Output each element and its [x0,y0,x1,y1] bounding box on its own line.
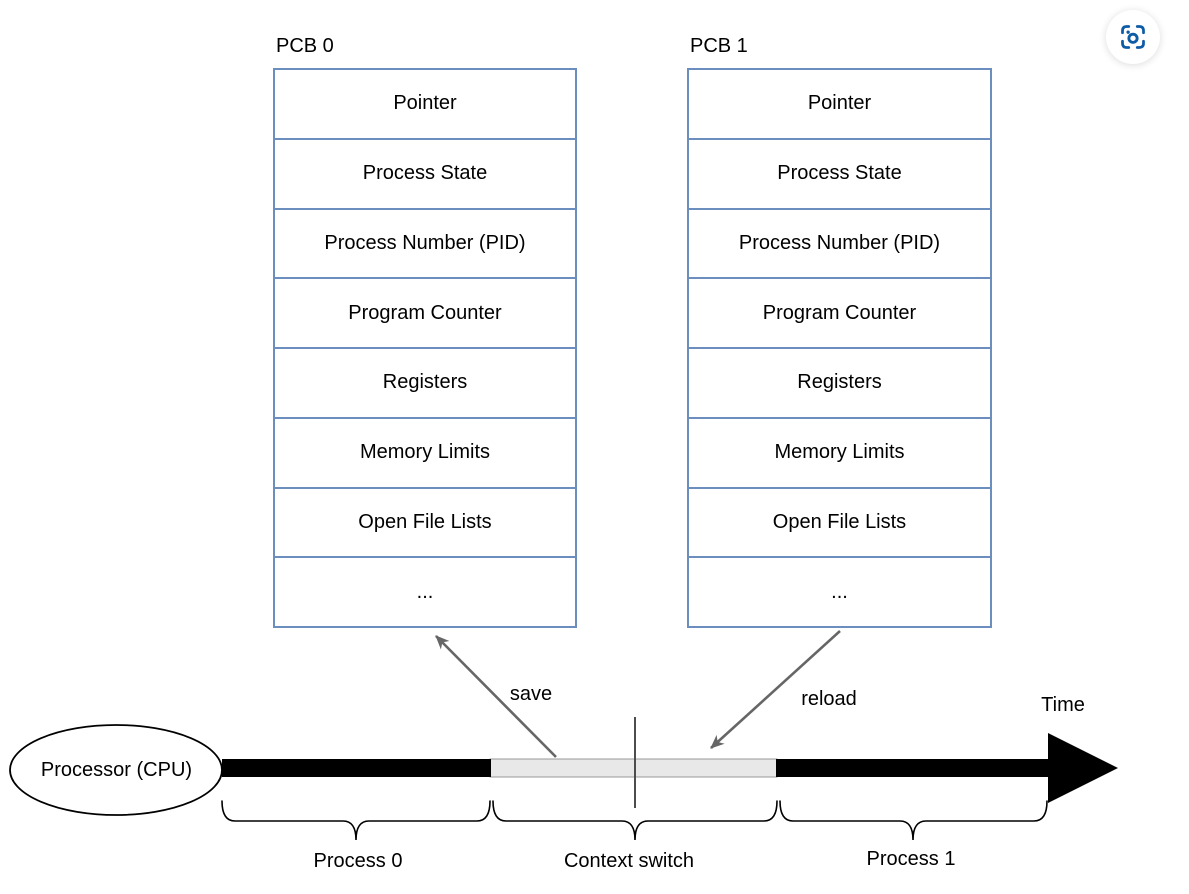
process0-brace [221,800,491,841]
process1-segment-label: Process 1 [866,848,956,870]
pcb-row: Registers [689,347,990,417]
pcb-row: Process State [689,137,990,208]
pcb-row: Memory Limits [689,416,990,487]
pcb-row: Open File Lists [689,486,990,557]
context-switch-brace [492,800,778,841]
save-arrow-label: save [509,683,553,705]
process1-brace [779,800,1048,841]
process0-segment-label: Process 0 [313,850,403,872]
reload-arrow [710,630,841,749]
pcb-row: Program Counter [689,277,990,347]
pcb-row: ... [689,556,990,626]
pcb-row: Process Number (PID) [689,207,990,278]
time-axis-arrowhead [1048,733,1118,803]
pcb-row: Pointer [393,92,457,115]
save-arrow [435,635,557,758]
pcb-row: Memory Limits [275,416,575,487]
pcb0-table: Pointer Process State Process Number (PI… [273,68,577,628]
context-switch-segment-label: Context switch [563,850,695,872]
pcb0-title: PCB 0 [276,35,334,57]
pcb-row: Open File Lists [275,486,575,557]
time-axis-label: Time [1041,694,1085,716]
cpu-label: Processor (CPU) [40,758,193,781]
cpu-ellipse [9,724,223,816]
pcb1-title: PCB 1 [690,35,748,57]
pcb-row: Pointer [807,92,872,115]
screenshot-capture-icon [1121,25,1145,49]
screenshot-capture-button[interactable] [1106,10,1160,64]
pcb-row: ... [275,556,575,626]
process0-bar-segment [222,759,491,777]
pcb1-table: Pointer Process State Process Number (PI… [687,68,992,628]
pcb-row: Program Counter [275,277,575,347]
context-switch-bar-segment [489,758,778,778]
pcb-row: Registers [275,347,575,417]
process1-bar-segment [776,759,1053,777]
reload-arrow-label: reload [801,688,857,710]
pcb-row: Process Number (PID) [275,207,575,278]
pcb-row: Process State [275,137,575,208]
